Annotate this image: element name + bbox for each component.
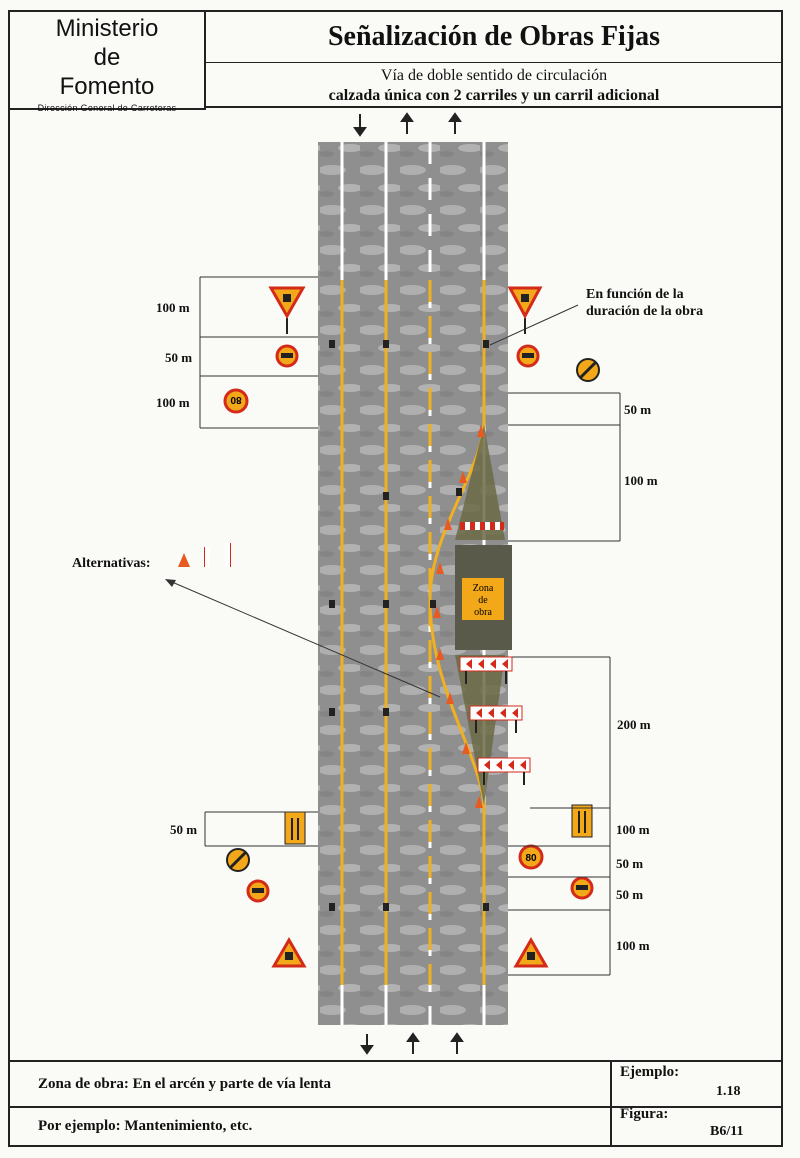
- dim-left-1: 100 m: [156, 300, 190, 315]
- arrow-down-bottom: [360, 1034, 374, 1055]
- work-zone-description: Zona de obra: En el arcén y parte de vía…: [38, 1076, 332, 1092]
- footer-divider: [610, 1060, 612, 1146]
- subtitle-line-2: calzada única con 2 carriles y un carril…: [328, 87, 660, 104]
- dim-right-b3: 50 m: [616, 887, 644, 902]
- duration-note: En función de la duración de la obra: [586, 286, 703, 320]
- vehicles: [329, 340, 489, 911]
- speed-value-top: 80: [230, 394, 242, 405]
- ejemplo-label: Ejemplo:: [620, 1064, 680, 1080]
- dim-right-2: 100 m: [624, 473, 658, 488]
- arrow-up-bottom-1: [406, 1032, 420, 1054]
- page-subtitle: Vía de doble sentido de circulación calz…: [206, 63, 782, 108]
- page-title: Señalización de Obras Fijas: [206, 12, 782, 63]
- figura-value: B6/11: [710, 1124, 744, 1139]
- arrow-up-top-2: [448, 112, 462, 134]
- sign-end-restriction-bottom: [226, 848, 250, 872]
- page-frame: [8, 10, 783, 1147]
- sign-works-left-top: [268, 286, 306, 334]
- duration-note-2: duración de la obra: [586, 304, 704, 319]
- sign-no-overtaking-right: [516, 344, 540, 368]
- work-zone-label-1: Zona: [473, 583, 494, 594]
- speed-value-bottom: 80: [525, 853, 537, 864]
- sign-end-restriction-top: [576, 358, 600, 382]
- ministry-name-2: de: [93, 44, 121, 71]
- dim-right-b4: 100 m: [616, 938, 650, 953]
- sign-speed-right: 80: [518, 844, 544, 870]
- alternatives-icons: [178, 543, 231, 567]
- footer-row-1: Zona de obra: En el arcén y parte de vía…: [10, 1060, 782, 1108]
- alternatives-pointer: [171, 581, 441, 698]
- sign-lanes-right: [571, 804, 593, 838]
- cones: [433, 425, 485, 808]
- duration-note-1: En función de la: [586, 287, 684, 302]
- dim-left-3: 100 m: [156, 395, 190, 410]
- work-zone-label-3: obra: [474, 607, 492, 618]
- dim-right-b2: 50 m: [616, 856, 644, 871]
- dim-right-b1: 100 m: [616, 822, 650, 837]
- sign-no-overtaking-left: [275, 344, 299, 368]
- sign-lanes-left: [284, 811, 306, 845]
- sign-works-right-top: [507, 286, 543, 334]
- chevron-barrier-3: [477, 757, 531, 785]
- work-zone-label-2: de: [478, 595, 488, 606]
- alternatives-label: Alternativas:: [72, 556, 151, 571]
- ministry-name-3: Fomento: [59, 73, 155, 100]
- ministry-name-1: Ministerio: [55, 15, 159, 42]
- sign-works-right-bottom: [513, 936, 549, 968]
- subtitle-line-1: Vía de doble sentido de circulación: [380, 67, 608, 84]
- barrier-top: [460, 522, 504, 530]
- dim-left-bottom: 50 m: [170, 822, 198, 837]
- dim-mid: 200 m: [617, 717, 651, 732]
- arrow-down-top: [353, 114, 367, 137]
- sign-no-overtaking-left-bottom: [246, 879, 270, 903]
- ejemplo-value: 1.18: [716, 1084, 741, 1099]
- sign-speed-left: 80: [223, 388, 249, 414]
- directorate-name: Dirección General de Carreteras: [37, 103, 177, 113]
- dim-left-2: 50 m: [165, 350, 193, 365]
- example-description: Por ejemplo: Mantenimiento, etc.: [38, 1118, 253, 1134]
- taper-in: [455, 425, 505, 540]
- dimension-lines: [199, 276, 621, 976]
- taper-out: [455, 655, 505, 805]
- arrow-up-top-1: [400, 112, 414, 134]
- dim-right-1: 50 m: [624, 402, 652, 417]
- alternatives-pointer-head: [165, 579, 176, 587]
- ministry-logo-block: Ministerio de Fomento Dirección General …: [10, 12, 206, 113]
- chevron-barrier-1: [459, 656, 513, 684]
- arrow-up-bottom-2: [450, 1032, 464, 1054]
- sign-no-overtaking-right-bottom: [570, 876, 594, 900]
- footer-row-2: Por ejemplo: Mantenimiento, etc.: [10, 1106, 782, 1148]
- duration-pointer: [489, 304, 579, 346]
- sign-works-left-bottom: [271, 936, 307, 968]
- work-zone-label-box: [462, 578, 504, 620]
- chevron-barrier-2: [469, 705, 523, 733]
- figura-label: Figura:: [620, 1106, 669, 1122]
